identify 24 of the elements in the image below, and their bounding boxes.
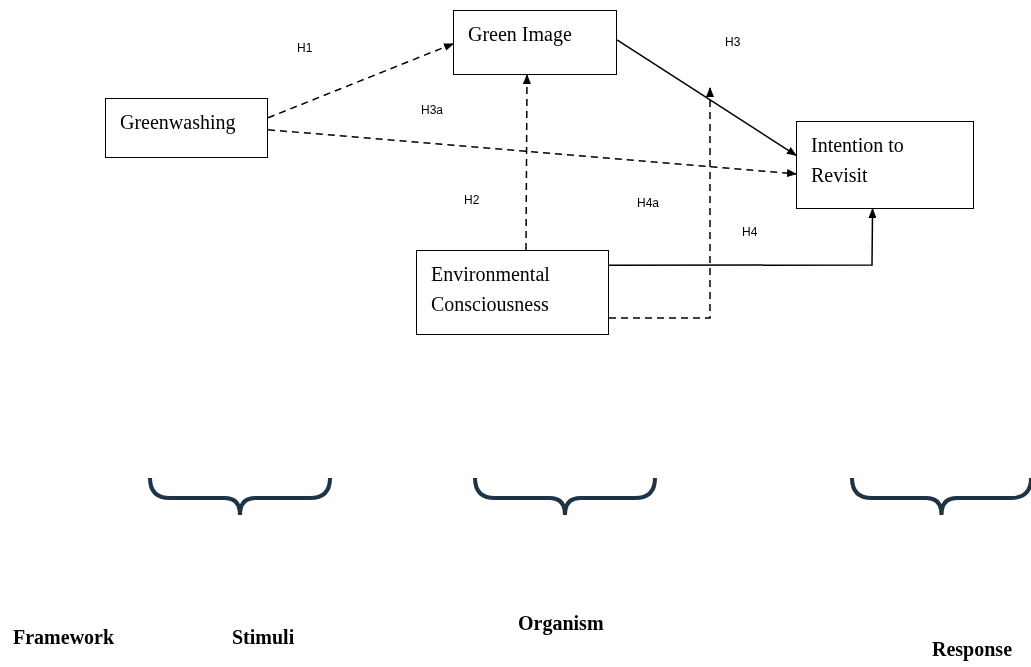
concept-box bbox=[796, 121, 974, 209]
arrow bbox=[616, 39, 797, 157]
concept-label: Environmental Consciousness bbox=[431, 262, 551, 317]
arrow bbox=[522, 74, 531, 251]
concept-label: Intention to Revisit bbox=[811, 133, 905, 188]
stage-label: Response bbox=[932, 638, 1012, 661]
edge-label: H2 bbox=[463, 193, 481, 207]
edge-label: H4a bbox=[636, 196, 660, 210]
concept-label: Greenwashing bbox=[120, 110, 237, 136]
concept-label: Green Image bbox=[468, 22, 573, 48]
edge-label: H3a bbox=[420, 103, 444, 117]
arrow bbox=[608, 208, 877, 267]
arrow bbox=[608, 87, 714, 319]
arrow bbox=[267, 129, 797, 178]
edge-label: H3 bbox=[724, 35, 742, 49]
edge-label: H1 bbox=[296, 41, 314, 55]
concept-box bbox=[105, 98, 268, 158]
concept-box bbox=[416, 250, 609, 335]
edge-label: H4 bbox=[741, 225, 759, 239]
stage-label: Framework bbox=[13, 626, 115, 649]
concept-box bbox=[453, 10, 617, 75]
stage-label: Stimuli bbox=[232, 626, 295, 649]
arrow bbox=[267, 43, 454, 119]
stage-label: Organism bbox=[518, 612, 604, 635]
